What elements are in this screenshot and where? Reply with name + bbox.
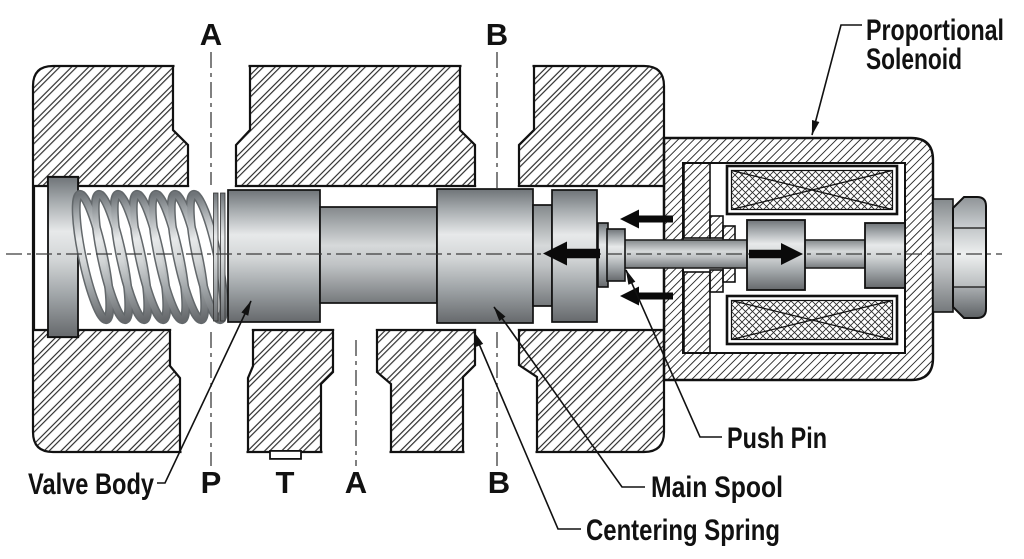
- label-main-spool: Main Spool: [651, 471, 783, 504]
- tank-port-tab: [269, 449, 302, 460]
- port-centerlines: [210, 52, 498, 466]
- arrow-left-upper: [620, 209, 673, 229]
- solenoid-end-plug: [864, 222, 906, 289]
- leader-push-pin: [625, 269, 722, 438]
- leader-centering-spring: [473, 331, 581, 530]
- arrow-left-center: [543, 241, 600, 266]
- leader-lines: [157, 24, 862, 530]
- label-bottom-port-b: B: [488, 465, 510, 500]
- main-spool: [227, 188, 598, 324]
- solenoid-coil-bottom: [725, 294, 899, 346]
- leader-valve-body: [157, 300, 252, 484]
- label-valve-body: Valve Body: [28, 468, 154, 501]
- label-proportional-solenoid-line2: Solenoid: [866, 43, 962, 76]
- label-bottom-port-t: T: [276, 465, 295, 500]
- label-push-pin: Push Pin: [727, 422, 827, 455]
- solenoid-pole-piece: [683, 162, 736, 354]
- spring-end-coil: [220, 192, 226, 322]
- label-top-port-a: A: [200, 17, 222, 52]
- force-arrows: [543, 209, 803, 306]
- arrow-left-lower: [620, 286, 673, 306]
- centering-spring: [71, 189, 229, 325]
- push-pin-washer: [597, 222, 626, 288]
- spool-left-land: [227, 189, 321, 323]
- label-centering-spring: Centering Spring: [586, 514, 780, 547]
- label-bottom-port-p: P: [201, 465, 222, 500]
- label-proportional-solenoid-line1: Proportional: [866, 14, 1004, 47]
- solenoid-coil-top: [725, 164, 899, 216]
- nut-collar: [932, 198, 954, 313]
- arrow-right-armature: [749, 243, 803, 265]
- hex-nut: [952, 196, 987, 319]
- leader-proportional-solenoid: [811, 24, 862, 136]
- spool-center-land: [436, 188, 534, 324]
- label-bottom-port-a: A: [345, 465, 367, 500]
- label-top-port-b: B: [486, 17, 508, 52]
- spool-neck-left: [319, 206, 438, 304]
- spring-end-coil: [213, 192, 219, 322]
- leader-main-spool: [493, 306, 645, 488]
- proportional-solenoid: [662, 136, 935, 382]
